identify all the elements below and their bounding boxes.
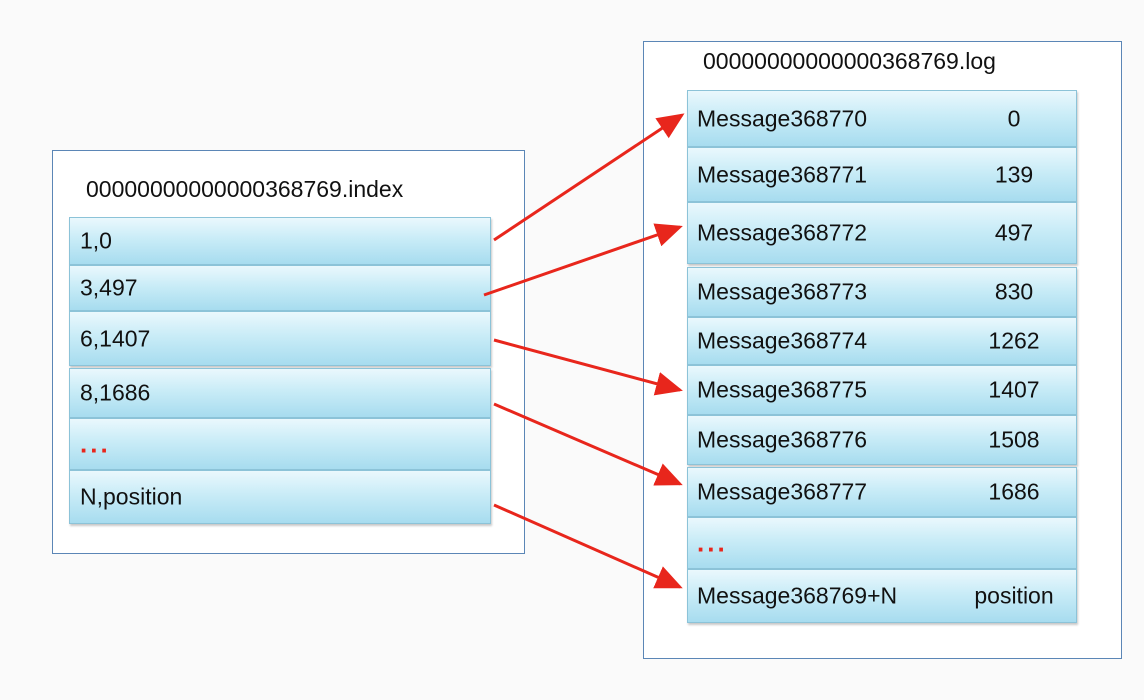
log-entry: Message368771 139 — [687, 147, 1077, 202]
index-file-title: 00000000000000368769.index — [86, 176, 404, 202]
log-entry: Message368769+N position — [687, 569, 1077, 623]
log-entry: Message368772 497 — [687, 202, 1077, 264]
log-entry-message: Message368776 — [697, 426, 868, 453]
log-entry: Message368776 1508 — [687, 415, 1077, 465]
log-entry-position: 0 — [1007, 105, 1021, 131]
index-entry-text: N,position — [80, 483, 183, 510]
index-entry: N,position — [69, 470, 491, 524]
log-entry: Message368775 1407 — [687, 365, 1077, 415]
index-entry: 6,1407 — [69, 311, 491, 366]
log-entry-message: Message368770 — [697, 105, 868, 131]
index-entry-text: 8,1686 — [80, 379, 151, 406]
log-entry-message: Message368777 — [697, 478, 868, 505]
log-entry-message: Message368774 — [697, 327, 868, 354]
log-entry-message: Message368775 — [697, 376, 868, 403]
log-entry: Message368774 1262 — [687, 317, 1077, 365]
log-entry-message: Message368772 — [697, 219, 868, 246]
index-entry: 3,497 — [69, 265, 491, 311]
index-entry-text: 3,497 — [80, 274, 138, 301]
log-entry: Message368770 0 — [687, 90, 1077, 147]
log-entry: Message368777 1686 — [687, 467, 1077, 517]
log-entry-position: 1262 — [988, 327, 1040, 354]
log-entry-position: 497 — [994, 219, 1034, 246]
log-entry-position: 139 — [994, 161, 1034, 187]
log-entry-position: 830 — [994, 278, 1034, 305]
index-ellipsis-text: ... — [80, 428, 111, 459]
log-entry: Message368773 830 — [687, 267, 1077, 317]
index-entry-text: 6,1407 — [80, 325, 151, 351]
log-entry-message: Message368771 — [697, 161, 868, 187]
log-entry-position: position — [974, 582, 1054, 609]
log-ellipsis-text: ... — [697, 527, 728, 558]
log-entry-position: 1686 — [988, 478, 1040, 505]
log-entry-position: 1508 — [988, 426, 1040, 453]
index-entry: 1,0 — [69, 217, 491, 265]
log-entry-message: Message368773 — [697, 278, 868, 305]
index-entry-text: 1,0 — [80, 227, 112, 254]
log-entry-message: Message368769+N — [697, 582, 898, 609]
log-entry-position: 1407 — [988, 376, 1040, 403]
log-file-title: 00000000000000368769.log — [703, 48, 996, 74]
log-entry-ellipsis: ... — [687, 517, 1077, 569]
index-entry: 8,1686 — [69, 368, 491, 418]
index-entry-ellipsis: ... — [69, 418, 491, 470]
